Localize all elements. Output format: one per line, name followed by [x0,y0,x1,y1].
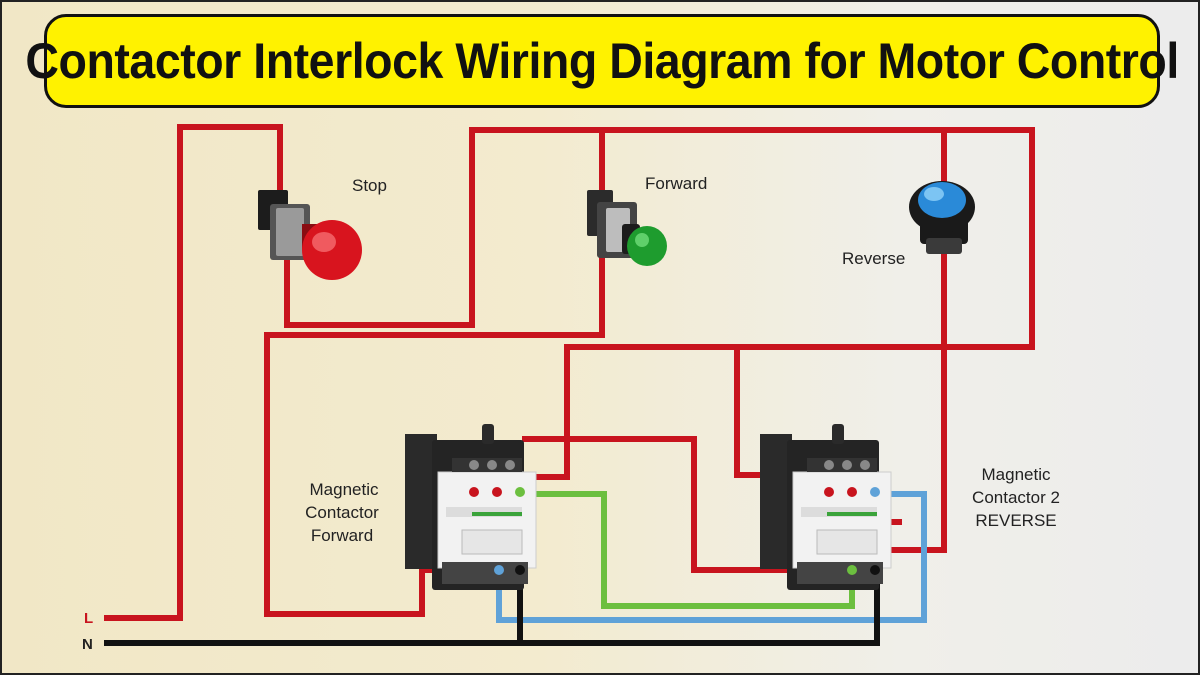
contactor-forward-label-line2: Contactor [305,503,379,522]
contactor-reverse-label-line3: REVERSE [975,511,1056,530]
wire-l-supply [104,124,283,621]
stop-button-cap-icon [302,220,362,280]
contactor-reverse-label-line2: Contactor 2 [972,488,1060,507]
line-label: L [84,610,93,627]
red-wires [104,124,1035,621]
page-title: Contactor Interlock Wiring Diagram for M… [25,33,1179,89]
reverse-button [909,181,975,254]
neutral-label: N [82,636,93,653]
wire-neutral [104,567,880,646]
reverse-label: Reverse [842,249,905,268]
wire-blue [496,491,927,623]
contactor-reverse-label-line1: Magnetic [982,465,1051,484]
contactor-forward [405,424,537,590]
contactor-reverse [760,424,892,590]
stop-button [258,190,362,280]
forward-button-cap-icon [627,226,667,266]
forward-button [587,190,667,266]
title-banner: Contactor Interlock Wiring Diagram for M… [25,14,1179,108]
reverse-button-cap-icon [918,182,966,218]
contactor-forward-label-line3: Forward [311,526,373,545]
wire-interlock-b [522,436,852,573]
wire-green [520,491,855,609]
stop-label: Stop [352,176,387,195]
green-wire [520,491,855,609]
blue-wire [496,491,927,623]
contactor-forward-label-line1: Magnetic [310,480,379,499]
forward-label: Forward [645,174,707,193]
